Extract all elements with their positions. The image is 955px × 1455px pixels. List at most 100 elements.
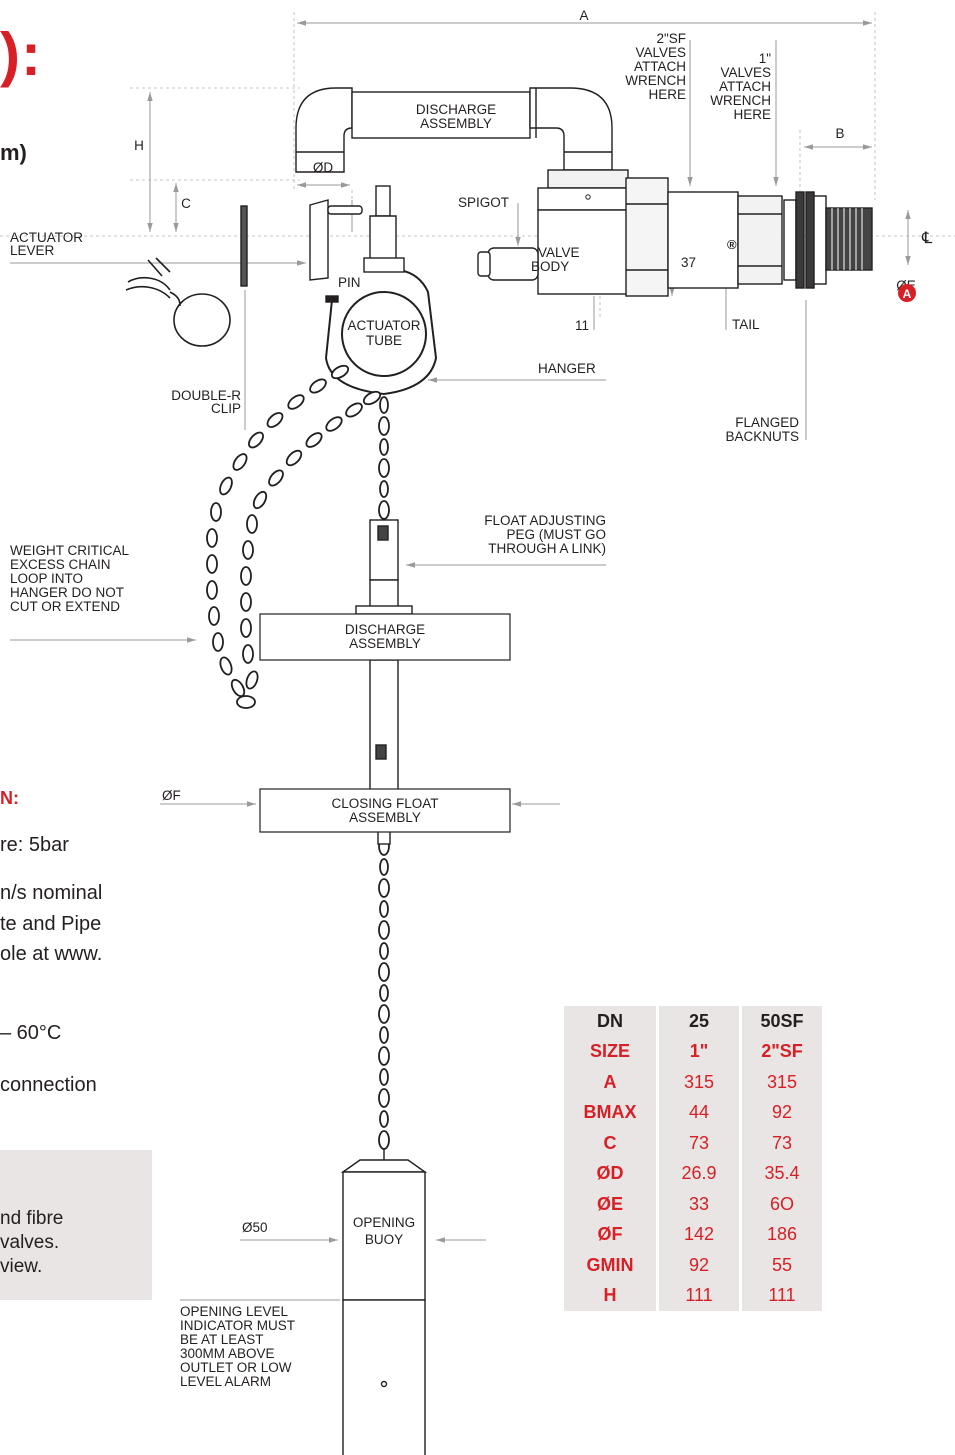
hanger-label: HANGER — [538, 361, 596, 376]
table-row: H 111 111 — [564, 1280, 822, 1311]
table-cell: BMAX — [583, 1102, 637, 1123]
table-cell: 25 — [656, 1006, 739, 1037]
note-line: nd fibre — [0, 1208, 64, 1229]
tail-label: TAIL — [732, 317, 760, 332]
page-title-partial: ): — [0, 21, 42, 88]
dim-o50-label: Ø50 — [242, 1220, 268, 1235]
actuator-tube — [324, 185, 438, 396]
table-cell: 111 — [656, 1280, 739, 1311]
table-cell: 44 — [656, 1097, 739, 1128]
table-cell: 315 — [656, 1067, 739, 1098]
assembly-boxes — [259, 613, 511, 833]
table-cell: 50SF — [739, 1006, 822, 1037]
double-r-clip — [125, 257, 231, 347]
spec-line: re: 5bar — [0, 834, 69, 856]
actuator-lever — [240, 199, 363, 287]
table-cell: 35.4 — [739, 1158, 822, 1189]
table-row: ØD 26.9 35.4 — [564, 1158, 822, 1189]
table-row: GMIN 92 55 — [564, 1250, 822, 1281]
spigot-label: SPIGOT — [458, 195, 509, 210]
table-cell: SIZE — [589, 1041, 630, 1062]
dim-37-label: 37 — [681, 255, 696, 270]
spec-line: – 60°C — [0, 1022, 62, 1044]
table-row: ØE 33 6O — [564, 1189, 822, 1220]
table-row: ØF 142 186 — [564, 1219, 822, 1250]
dim-h-label: H — [134, 138, 144, 153]
table-cell: ØE — [596, 1193, 623, 1214]
discharge-assembly-box — [259, 613, 511, 661]
table-cell: 1" — [656, 1036, 739, 1067]
table-cell: 26.9 — [656, 1158, 739, 1189]
dim-a-label: A — [579, 8, 588, 23]
spec-line: ole at www. — [0, 943, 103, 965]
page-subtitle-partial: m) — [0, 140, 27, 165]
table-cell: 73 — [739, 1128, 822, 1159]
table-cell: ØD — [596, 1163, 624, 1184]
note-line: view. — [0, 1256, 43, 1277]
spec-line: connection — [0, 1074, 97, 1096]
table-cell: 2"SF — [739, 1036, 822, 1067]
dim-od-label: ØD — [313, 160, 334, 175]
float-stem — [355, 519, 413, 845]
table-cell: 6O — [739, 1189, 822, 1220]
table-cell: H — [603, 1285, 617, 1306]
opening-buoy — [340, 1148, 428, 1455]
table-cell: 55 — [739, 1250, 822, 1281]
table-row: A 315 315 — [564, 1067, 822, 1098]
dim-11-label: 11 — [575, 318, 589, 333]
table-row: C 73 73 — [564, 1128, 822, 1159]
circle-a-badge — [898, 284, 916, 302]
table-cell: 92 — [656, 1250, 739, 1281]
circle-a-text: A — [903, 287, 912, 301]
note-box: nd fibre valves. view. — [0, 1150, 152, 1300]
table-row: BMAX 44 92 — [564, 1097, 822, 1128]
table-cell: GMIN — [586, 1254, 634, 1275]
table-cell: 315 — [739, 1067, 822, 1098]
table-cell: ØF — [597, 1224, 623, 1245]
dim-b-label: B — [835, 126, 844, 141]
leader-lines — [10, 40, 807, 1301]
thread-marks — [831, 208, 863, 270]
table-cell: 111 — [739, 1280, 822, 1311]
table-cell: C — [603, 1132, 617, 1153]
chain — [378, 396, 390, 1150]
spec-table: DN 25 50SF SIZE 1" 2"SF A 315 315 BMAX 4… — [564, 1006, 822, 1311]
note-line: valves. — [0, 1232, 60, 1253]
pin-label: PIN — [338, 275, 361, 290]
table-row: SIZE 1" 2"SF — [564, 1036, 822, 1067]
dimension-lines — [147, 20, 911, 330]
spec-line: te and Pipe — [0, 913, 102, 935]
discharge-pipe — [295, 87, 629, 189]
table-cell: 186 — [739, 1219, 822, 1250]
table-cell: 142 — [656, 1219, 739, 1250]
dim-c-label: C — [181, 196, 191, 211]
excess-chain-loop — [206, 364, 382, 709]
table-cell: A — [603, 1071, 617, 1092]
table-cell: 33 — [656, 1189, 739, 1220]
notes-heading: N: — [0, 788, 19, 808]
dim-of-label: ØF — [162, 788, 181, 803]
valve-body-assembly — [477, 177, 873, 297]
table-cell: 73 — [656, 1128, 739, 1159]
spec-line: n/s nominal — [0, 882, 103, 904]
table-header-row: DN 25 50SF — [564, 1006, 822, 1037]
table-cell: 92 — [739, 1097, 822, 1128]
r-logo-mark: ® — [727, 237, 737, 252]
closing-float-box — [259, 788, 511, 833]
